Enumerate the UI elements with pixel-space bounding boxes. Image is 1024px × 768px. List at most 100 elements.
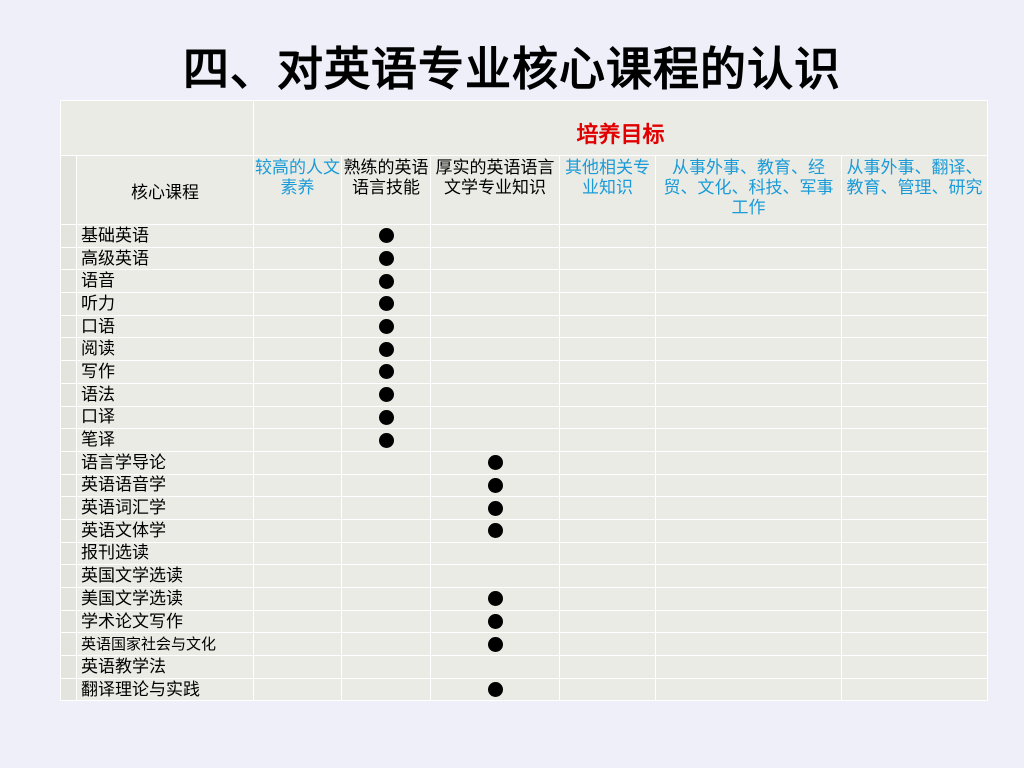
course-name: 英语教学法 <box>76 655 254 679</box>
edge-cell <box>60 450 77 475</box>
goal-cell <box>840 655 989 679</box>
filled-circle-icon <box>378 273 394 289</box>
goal-cell <box>655 360 842 384</box>
course-name: 英语语音学 <box>76 473 254 498</box>
goal-cell <box>559 428 656 452</box>
edge-cell <box>60 246 77 271</box>
goal-cell <box>840 246 989 271</box>
edge-cell <box>60 269 77 294</box>
goal-cell <box>840 632 989 657</box>
table-row: 英语词汇学 <box>60 496 989 520</box>
filled-circle-icon <box>487 477 503 493</box>
course-name: 写作 <box>76 360 254 384</box>
goal-cell <box>559 496 656 520</box>
core-course-header: 核心课程 <box>76 155 254 225</box>
table-row: 语音 <box>60 269 989 294</box>
goal-cell <box>655 450 842 475</box>
course-name: 英语文体学 <box>76 518 254 543</box>
table-row: 报刊选读 <box>60 541 989 566</box>
table-row: 听力 <box>60 292 989 316</box>
goal-cell <box>341 246 431 271</box>
goal-cell <box>559 360 656 384</box>
course-name: 英国文学选读 <box>76 564 254 588</box>
table-row: 英语文体学 <box>60 518 989 543</box>
goal-cell <box>341 360 431 384</box>
goal-cell <box>840 360 989 384</box>
goal-cell <box>655 337 842 362</box>
table-row: 笔译 <box>60 428 989 452</box>
goal-cell <box>341 405 431 430</box>
goal-cell <box>840 496 989 520</box>
goal-cell <box>430 609 560 634</box>
goal-cell <box>559 587 656 611</box>
goal-cell <box>559 518 656 543</box>
course-name: 口译 <box>76 405 254 430</box>
table-row: 基础英语 <box>60 224 989 248</box>
course-name: 学术论文写作 <box>76 609 254 634</box>
goal-cell <box>559 632 656 657</box>
column-header: 厚实的英语语言文学专业知识 <box>430 155 560 225</box>
column-header: 从事外事、翻译、教育、管理、研究 <box>840 155 989 225</box>
goal-cell <box>655 269 842 294</box>
table-row: 英国文学选读 <box>60 564 989 588</box>
goal-cell <box>655 609 842 634</box>
edge-cell <box>60 360 77 384</box>
goal-header-row: 培养目标 <box>60 100 989 156</box>
edge-cell <box>60 155 77 225</box>
edge-cell <box>60 224 77 248</box>
edge-cell <box>60 496 77 520</box>
edge-cell <box>60 632 77 657</box>
goal-cell <box>253 224 342 248</box>
goal-cell <box>559 269 656 294</box>
goal-cell <box>341 269 431 294</box>
goal-cell <box>840 677 989 702</box>
column-header: 熟练的英语语言技能 <box>341 155 431 225</box>
goal-cell <box>655 473 842 498</box>
table-row: 口语 <box>60 314 989 339</box>
goal-cell <box>253 655 342 679</box>
corner-cell <box>60 100 254 156</box>
goal-cell <box>655 292 842 316</box>
goal-cell <box>341 224 431 248</box>
goal-cell <box>559 655 656 679</box>
core-course-table: 培养目标 核心课程 较高的人文素养 熟练的英语语言技能 厚实的英语语言文学专业知… <box>60 100 989 702</box>
goal-cell <box>840 564 989 588</box>
goal-cell <box>253 632 342 657</box>
goal-cell <box>341 428 431 452</box>
goal-cell <box>253 269 342 294</box>
goal-cell <box>655 224 842 248</box>
course-name: 英语词汇学 <box>76 496 254 520</box>
table-row: 写作 <box>60 360 989 384</box>
goal-cell <box>430 564 560 588</box>
goal-cell <box>655 246 842 271</box>
goal-cell <box>840 541 989 566</box>
goal-cell <box>430 292 560 316</box>
goal-cell <box>840 450 989 475</box>
goal-cell <box>341 632 431 657</box>
goal-cell <box>430 224 560 248</box>
column-header: 其他相关专业知识 <box>559 155 656 225</box>
goal-cell <box>559 246 656 271</box>
course-name: 语言学导论 <box>76 450 254 475</box>
table-row: 英语国家社会与文化 <box>60 632 989 657</box>
filled-circle-icon <box>487 591 503 607</box>
goal-cell <box>559 382 656 407</box>
goal-cell <box>253 428 342 452</box>
slide-title: 四、对英语专业核心课程的认识 <box>183 42 841 96</box>
course-name: 阅读 <box>76 337 254 362</box>
course-name: 笔译 <box>76 428 254 452</box>
goal-cell <box>253 609 342 634</box>
goal-cell <box>559 677 656 702</box>
goal-cell <box>253 246 342 271</box>
goal-cell <box>253 450 342 475</box>
column-header-row: 核心课程 较高的人文素养 熟练的英语语言技能 厚实的英语语言文学专业知识 其他相… <box>60 155 989 225</box>
goal-cell <box>430 360 560 384</box>
goal-cell <box>430 541 560 566</box>
course-name: 基础英语 <box>76 224 254 248</box>
filled-circle-icon <box>487 455 503 471</box>
goal-cell <box>430 632 560 657</box>
goal-cell <box>430 428 560 452</box>
table-row: 语言学导论 <box>60 450 989 475</box>
filled-circle-icon <box>378 319 394 335</box>
edge-cell <box>60 405 77 430</box>
